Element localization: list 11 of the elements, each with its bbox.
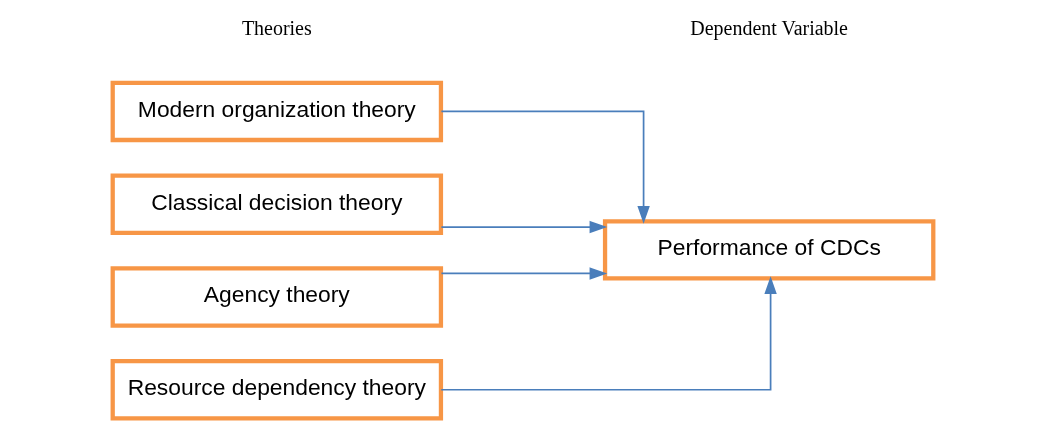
node-box: Agency theory xyxy=(110,266,444,328)
node-box: Classical decision theory xyxy=(110,173,444,235)
arrow xyxy=(440,276,777,391)
node-box: Resource dependency theory xyxy=(110,359,444,421)
arrow xyxy=(440,220,608,234)
label: Theories xyxy=(241,17,312,40)
arrow xyxy=(440,267,608,280)
arrow xyxy=(440,110,650,224)
node-box: Modern organization theory xyxy=(110,80,444,143)
label: Dependent Variable xyxy=(690,17,848,40)
node-box: Performance of CDCs xyxy=(602,219,936,281)
